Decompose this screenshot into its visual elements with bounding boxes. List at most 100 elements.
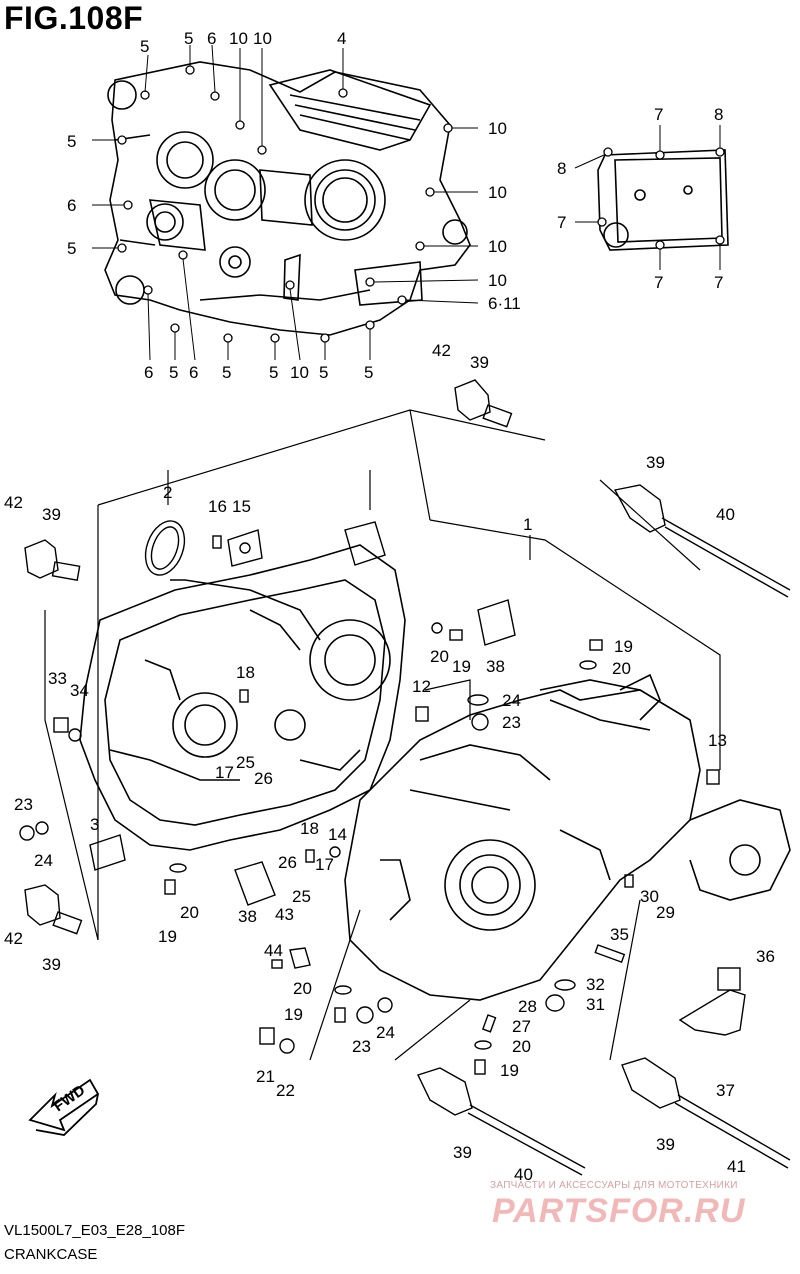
callout-label: 7 xyxy=(654,105,663,124)
callout-label: 5 xyxy=(67,239,76,258)
callout-label: 38 xyxy=(486,657,505,676)
callout-label: 7 xyxy=(557,213,566,232)
callout-label: 5 xyxy=(169,363,178,382)
callout-label: 10 xyxy=(488,119,507,138)
callout-label: 6 xyxy=(67,196,76,215)
callout-label: 24 xyxy=(34,851,53,870)
callout-label: 21 xyxy=(256,1067,275,1086)
callout-label: 31 xyxy=(586,995,605,1014)
callout-label: 7 xyxy=(714,273,723,292)
cover-bolt-holes xyxy=(597,147,725,250)
callout-label: 10 xyxy=(290,363,309,382)
callout-label: 20 xyxy=(180,903,199,922)
callout-label: 29 xyxy=(656,903,675,922)
callout-label: 22 xyxy=(276,1081,295,1100)
callout-label: 17 xyxy=(215,763,234,782)
callout-label: 12 xyxy=(412,677,431,696)
callout-label: 23 xyxy=(502,713,521,732)
callout-label: 39 xyxy=(42,955,61,974)
exploded-frame-lines xyxy=(44,409,721,1061)
callout-label: 6 xyxy=(144,363,153,382)
callout-label: 44 xyxy=(264,941,283,960)
left-crankcase-half xyxy=(79,544,406,851)
callout-label: 30 xyxy=(640,887,659,906)
callout-label: 41 xyxy=(727,1157,746,1176)
callout-label: 19 xyxy=(614,637,633,656)
callout-label: 39 xyxy=(470,353,489,372)
callout-label: 26 xyxy=(254,769,273,788)
callout-label: 24 xyxy=(502,691,521,710)
callout-label: 10 xyxy=(488,183,507,202)
watermark-caption: ЗАПЧАСТИ И АКСЕССУАРЫ ДЛЯ МОТОТЕХНИКИ xyxy=(490,1180,738,1191)
callout-label: 28 xyxy=(518,997,537,1016)
right-crankcase-half xyxy=(344,673,791,1001)
callout-label: 39 xyxy=(42,505,61,524)
callout-label: 39 xyxy=(656,1135,675,1154)
callout-label: 20 xyxy=(512,1037,531,1056)
callout-label: 3 xyxy=(90,815,99,834)
callout-label: 8 xyxy=(714,105,723,124)
callout-label: 38 xyxy=(238,907,257,926)
callout-label: 6 xyxy=(207,29,216,48)
leader-lines xyxy=(92,44,721,361)
crankcase-bolt-layout xyxy=(104,61,471,336)
callout-label: 42 xyxy=(4,493,23,512)
callout-label: 13 xyxy=(708,731,727,750)
callout-label: 7 xyxy=(654,273,663,292)
callout-label: 10 xyxy=(229,29,248,48)
callout-label: 39 xyxy=(453,1143,472,1162)
callout-label: 5 xyxy=(140,37,149,56)
callout-label: 16 xyxy=(208,497,227,516)
callout-label: 4 xyxy=(337,29,346,48)
callout-label: 24 xyxy=(376,1023,395,1042)
callout-label: 42 xyxy=(432,341,451,360)
callout-label: 19 xyxy=(284,1005,303,1024)
callout-label: 32 xyxy=(586,975,605,994)
callout-label: 14 xyxy=(328,825,347,844)
bolt-holes-top xyxy=(117,65,453,343)
callout-label: 19 xyxy=(500,1061,519,1080)
callout-label: 34 xyxy=(70,681,89,700)
callout-label: 36 xyxy=(756,947,775,966)
callout-label: 5 xyxy=(67,132,76,151)
model-code: VL1500L7_E03_E28_108F xyxy=(4,1222,185,1239)
callout-label: 5 xyxy=(184,29,193,48)
callout-label: 2 xyxy=(163,483,172,502)
callout-label: 5 xyxy=(269,363,278,382)
callout-label: 1 xyxy=(523,515,532,534)
callout-label: 35 xyxy=(610,925,629,944)
callout-label: 39 xyxy=(646,453,665,472)
callout-label: 5 xyxy=(222,363,231,382)
callout-labels: 5 5 6 10 10 4 5 10 6 10 5 10 10 6·11 6 5… xyxy=(4,29,775,1184)
callout-label: 19 xyxy=(158,927,177,946)
callout-label: 37 xyxy=(716,1081,735,1100)
callout-label: 10 xyxy=(488,271,507,290)
callout-label: 18 xyxy=(236,663,255,682)
callout-label: 17 xyxy=(315,855,334,874)
callout-label: 18 xyxy=(300,819,319,838)
section-name: CRANKCASE xyxy=(4,1246,98,1263)
callout-label: 5 xyxy=(364,363,373,382)
callout-label: 8 xyxy=(557,159,566,178)
callout-label: 42 xyxy=(4,929,23,948)
callout-label: 40 xyxy=(514,1165,533,1184)
callout-label: 6·11 xyxy=(488,294,521,313)
callout-label: 25 xyxy=(236,753,255,772)
callout-label: 25 xyxy=(292,887,311,906)
callout-label: 19 xyxy=(452,657,471,676)
callout-label: 15 xyxy=(232,497,251,516)
fwd-arrow: FWD xyxy=(28,1078,100,1136)
callout-label: 5 xyxy=(319,363,328,382)
callout-label: 23 xyxy=(14,795,33,814)
callout-label: 43 xyxy=(275,905,294,924)
watermark-logo: PARTSFOR.RU xyxy=(492,1192,746,1230)
callout-label: 20 xyxy=(293,979,312,998)
cover-plate-view xyxy=(597,149,729,251)
figure-title: FIG.108F xyxy=(4,0,144,36)
callout-label: 27 xyxy=(512,1017,531,1036)
callout-label: 20 xyxy=(612,659,631,678)
callout-label: 23 xyxy=(352,1037,371,1056)
callout-label: 33 xyxy=(48,669,67,688)
small-parts xyxy=(19,379,791,1176)
